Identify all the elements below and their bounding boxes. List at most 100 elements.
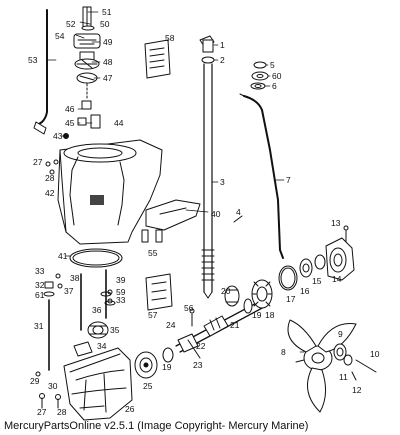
drive-shaft-3 xyxy=(199,35,215,299)
callout-4: 4 xyxy=(236,207,241,217)
callout-6: 6 xyxy=(272,81,277,91)
callout-24: 24 xyxy=(166,320,176,330)
callout-53: 53 xyxy=(28,55,38,65)
callout-34: 34 xyxy=(97,341,107,351)
callout-56: 56 xyxy=(184,303,194,313)
callout-22: 22 xyxy=(196,341,206,351)
callout-28b: 28 xyxy=(57,407,67,417)
gear-18 xyxy=(251,279,273,309)
callout-12: 12 xyxy=(352,385,362,395)
callout-27b: 27 xyxy=(37,407,47,417)
callout-37: 37 xyxy=(64,286,74,296)
callout-38: 38 xyxy=(70,273,80,283)
callout-47: 47 xyxy=(103,73,113,83)
callout-7: 7 xyxy=(286,175,291,185)
bearing-25 xyxy=(134,351,158,379)
callout-29: 29 xyxy=(30,376,40,386)
shear-pin-10 xyxy=(355,359,377,373)
callout-49: 49 xyxy=(103,37,113,47)
drive-shaft-housing-42 xyxy=(49,139,163,245)
callout-14: 14 xyxy=(332,274,342,284)
shift-shaft-7 xyxy=(239,93,284,259)
callout-numbers: 51 52 50 54 49 53 48 47 46 45 44 43 27 2… xyxy=(28,7,380,417)
callout-13: 13 xyxy=(331,218,341,228)
callout-59: 59 xyxy=(116,287,126,297)
callout-18: 18 xyxy=(265,310,275,320)
shift-rod-53 xyxy=(33,9,48,135)
thrust-hub-9 xyxy=(333,343,347,361)
cotter-pin-12 xyxy=(351,371,357,381)
bearing-carrier-14 xyxy=(325,225,355,281)
callout-3: 3 xyxy=(220,177,225,187)
bearing-35 xyxy=(87,321,109,339)
callout-61: 61 xyxy=(35,290,45,300)
callout-31: 31 xyxy=(34,321,44,331)
callout-10: 10 xyxy=(370,349,380,359)
callout-58: 58 xyxy=(165,33,175,43)
callout-16: 16 xyxy=(300,286,310,296)
callout-23: 23 xyxy=(193,360,203,370)
callout-20: 20 xyxy=(221,286,231,296)
callout-28a: 28 xyxy=(45,173,55,183)
callout-15: 15 xyxy=(312,276,322,286)
nut-11 xyxy=(343,354,353,366)
callout-11: 11 xyxy=(339,372,348,382)
leader-lines xyxy=(46,11,305,353)
callout-36: 36 xyxy=(92,305,102,315)
seal-15 xyxy=(314,254,326,270)
parts-package-57 xyxy=(145,273,173,311)
callout-5: 5 xyxy=(270,60,275,70)
gasket-41 xyxy=(69,248,123,268)
bearing-16 xyxy=(299,258,313,278)
callout-52: 52 xyxy=(66,19,76,29)
callout-42: 42 xyxy=(45,188,55,198)
callout-2: 2 xyxy=(220,55,225,65)
callout-8: 8 xyxy=(281,347,286,357)
washer-19a xyxy=(162,347,174,363)
callout-30: 30 xyxy=(48,381,58,391)
callout-41: 41 xyxy=(58,251,68,261)
seal-stack xyxy=(250,61,269,90)
clutch-parts xyxy=(187,308,201,359)
propeller-8 xyxy=(287,319,357,413)
callout-50: 50 xyxy=(100,19,110,29)
pin-4 xyxy=(233,215,243,223)
callout-44: 44 xyxy=(114,118,124,128)
callout-1: 1 xyxy=(220,40,225,50)
callout-9: 9 xyxy=(338,329,343,339)
callout-40: 40 xyxy=(211,209,221,219)
callout-26: 26 xyxy=(125,404,135,414)
studs xyxy=(43,269,116,371)
callout-25: 25 xyxy=(143,381,153,391)
callout-48: 48 xyxy=(103,57,113,67)
callout-33b: 33 xyxy=(116,295,126,305)
parts-package-58 xyxy=(144,39,171,79)
callout-60: 60 xyxy=(272,71,282,81)
shift-linkage-stack xyxy=(63,6,101,139)
callout-19a: 19 xyxy=(162,362,172,372)
copyright-caption: MercuryPartsOnline v2.5.1 (Image Copyrig… xyxy=(4,420,309,432)
callout-39: 39 xyxy=(116,275,126,285)
callout-27a: 27 xyxy=(33,157,43,167)
callout-35: 35 xyxy=(110,325,120,335)
gear-20 xyxy=(224,285,240,307)
callout-45: 45 xyxy=(65,118,75,128)
callout-54: 54 xyxy=(55,31,65,41)
callout-19b: 19 xyxy=(252,310,262,320)
callout-51: 51 xyxy=(102,7,112,17)
callout-21: 21 xyxy=(230,320,240,330)
callout-43: 43 xyxy=(53,131,63,141)
o-ring-17 xyxy=(278,265,298,291)
callout-32: 32 xyxy=(35,280,45,290)
washer-19b xyxy=(243,298,253,314)
callout-33a: 33 xyxy=(35,266,45,276)
gear-housing-26 xyxy=(63,341,133,421)
callout-17: 17 xyxy=(286,294,296,304)
callout-57: 57 xyxy=(148,310,158,320)
fasteners xyxy=(35,161,113,409)
callout-46: 46 xyxy=(65,104,75,114)
callout-55: 55 xyxy=(148,248,158,258)
cover-40 xyxy=(141,199,201,243)
